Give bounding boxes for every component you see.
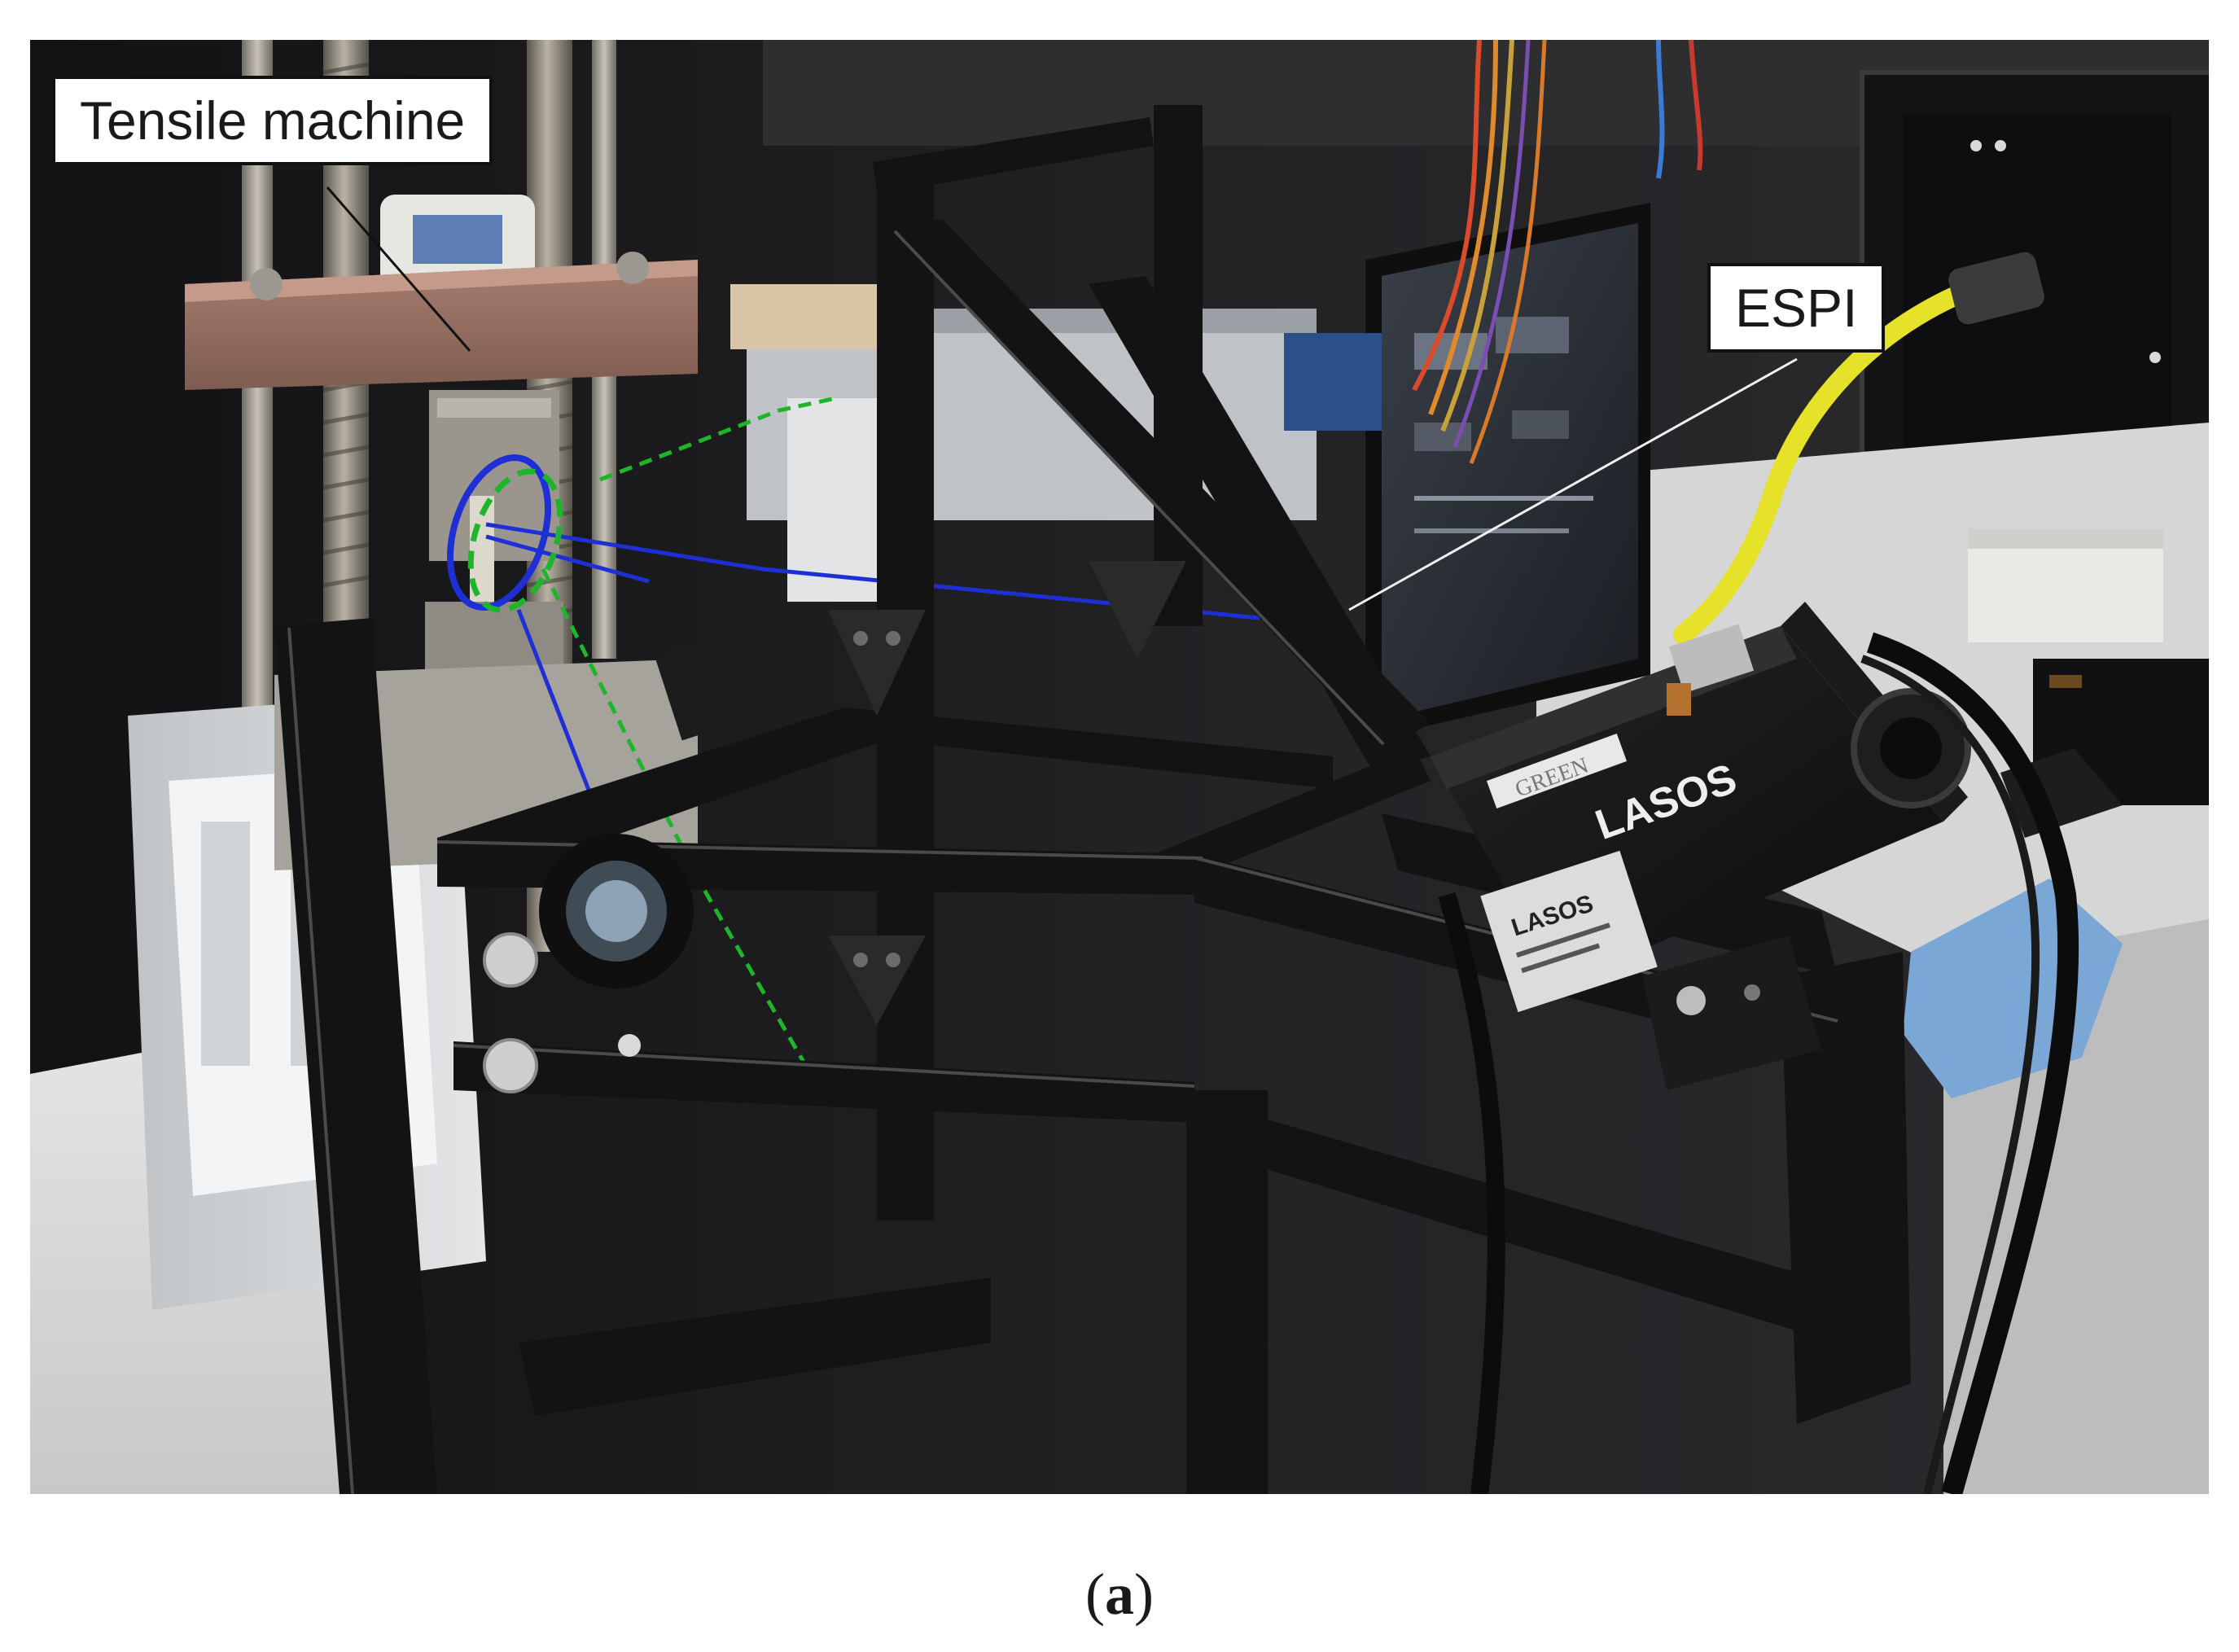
- caption-open-paren: (: [1085, 1562, 1105, 1627]
- laser-head: GREEN LASOS LASOS: [1431, 602, 1971, 1090]
- callout-espi: ESPI: [1707, 263, 1886, 353]
- tensile-pointer-line: [326, 186, 471, 352]
- setup-photo-illustration: GREEN LASOS LASOS: [30, 40, 2209, 1494]
- caption-close-paren: ): [1134, 1562, 1154, 1627]
- caption-letter: a: [1105, 1562, 1134, 1627]
- callout-tensile-machine: Tensile machine: [52, 76, 493, 165]
- experimental-setup-photo: GREEN LASOS LASOS Tensile machine ESPI: [30, 40, 2209, 1494]
- figure-caption: (a): [0, 1565, 2239, 1624]
- espi-pointer-line: [1348, 357, 1798, 611]
